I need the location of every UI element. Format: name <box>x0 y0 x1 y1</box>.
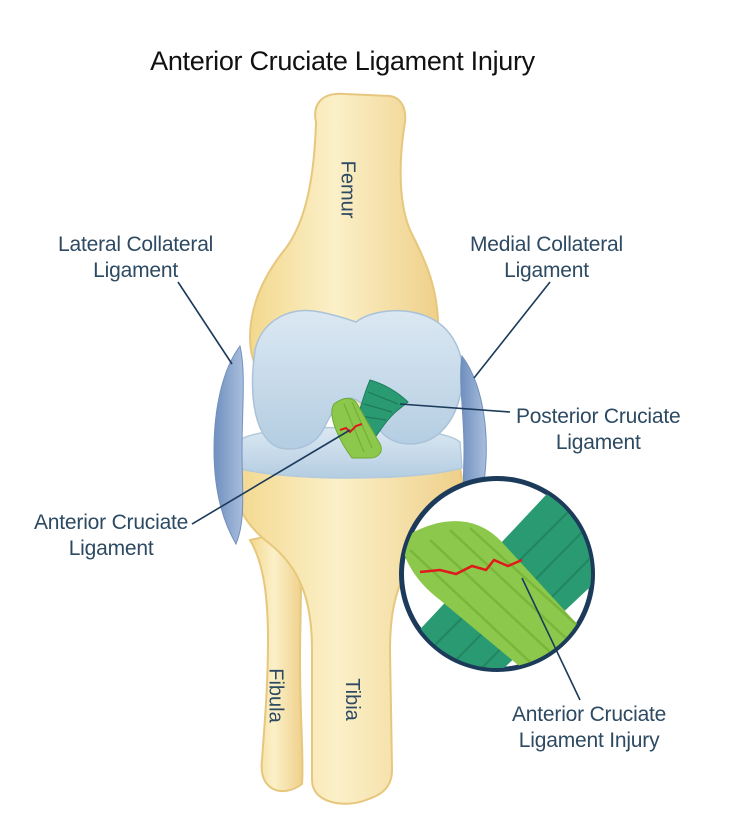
pcl-leader-line <box>399 403 511 413</box>
lateral-collateral-ligament <box>213 344 244 546</box>
posterior-cruciate-ligament-label: Posterior Cruciate Ligament <box>516 404 681 456</box>
lcl-label-line-2: Ligament <box>93 259 178 282</box>
tibia-label: Tibia <box>340 678 363 721</box>
medial-collateral-ligament-label: Medial Collateral Ligament <box>470 232 623 284</box>
femur-label: Femur <box>336 160 359 219</box>
mcl-leader-line <box>473 281 551 379</box>
acl-injury-label-line-2: Ligament Injury <box>518 729 660 752</box>
lcl-label-line-1: Lateral Collateral <box>58 233 214 256</box>
acl-tear-small <box>339 423 363 434</box>
mcl-label-line-2: Ligament <box>504 259 589 282</box>
femoral-cartilage <box>251 309 464 450</box>
fibula-label: Fibula <box>264 668 287 723</box>
mcl-label-line-1: Medial Collateral <box>470 233 624 256</box>
acl-label-line-1: Anterior Cruciate <box>34 511 189 534</box>
diagram-title: Anterior Cruciate Ligament Injury <box>150 46 535 76</box>
acl-injury-label-line-1: Anterior Cruciate <box>512 703 667 726</box>
lateral-collateral-ligament-label: Lateral Collateral Ligament <box>58 232 213 284</box>
pcl-label-line-2: Ligament <box>555 431 641 454</box>
anterior-cruciate-ligament-label: Anterior Cruciate Ligament <box>34 510 188 562</box>
acl-injury-leader-line <box>521 577 581 701</box>
acl-tear <box>419 558 523 576</box>
acl-injury-label: Anterior Cruciate Ligament Injury <box>512 702 666 754</box>
pcl-label-line-1: Posterior Cruciate <box>516 405 681 428</box>
anterior-cruciate-ligament <box>331 397 382 459</box>
fibula-bone <box>248 528 304 793</box>
acl-leader-line <box>191 429 351 525</box>
lcl-leader-line <box>177 281 233 365</box>
acl-label-line-2: Ligament <box>68 537 154 560</box>
